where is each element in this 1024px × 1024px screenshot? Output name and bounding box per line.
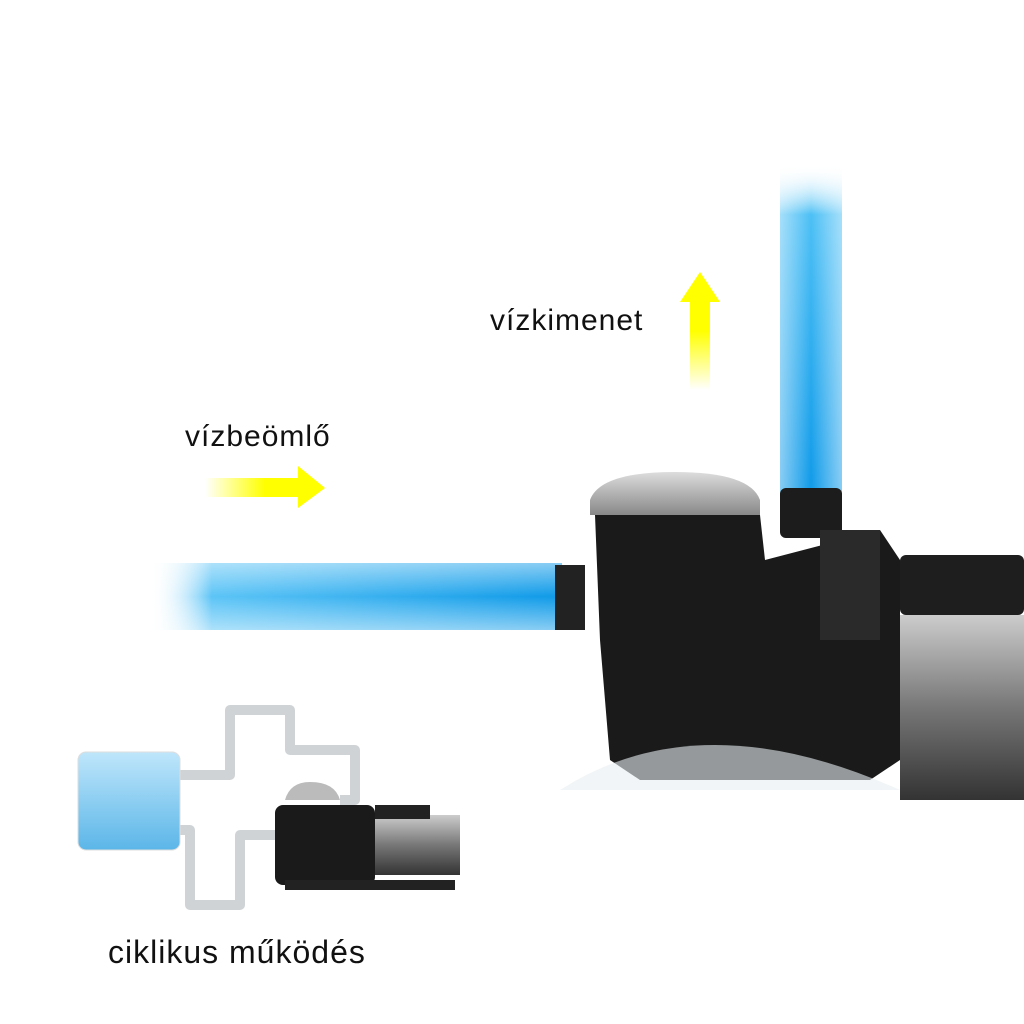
inlet-arrow-icon — [205, 466, 325, 508]
pool-icon — [77, 751, 181, 851]
inlet-pipe — [150, 563, 562, 630]
cycle-label: ciklikus működés — [108, 934, 366, 970]
cycle-diagram — [77, 705, 460, 910]
inlet-label: vízbeömlő — [185, 420, 331, 453]
outlet-label: vízkimenet — [490, 304, 644, 337]
pump-image — [555, 472, 1024, 800]
small-pump-image — [275, 782, 460, 890]
outlet-pipe — [780, 165, 842, 495]
outlet-arrow-icon — [680, 272, 720, 390]
